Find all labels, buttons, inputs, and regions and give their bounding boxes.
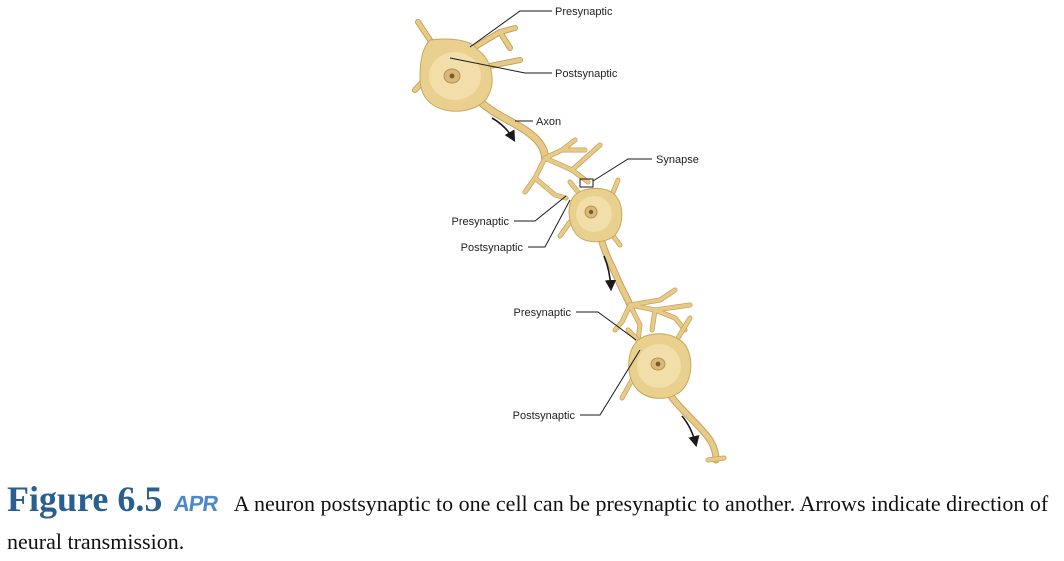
direction-arrow-2: [603, 255, 617, 292]
leader-synapse: [592, 158, 652, 182]
neuron-3: [619, 315, 727, 464]
neuron-2-nucleolus: [588, 209, 594, 215]
neuron-1-nucleolus: [449, 73, 455, 79]
leader-presynaptic-mid: [514, 195, 567, 222]
leader-postsynaptic-top: [449, 57, 552, 74]
label-postsynaptic-mid: Postsynaptic: [461, 242, 524, 254]
direction-arrow-1: [491, 117, 516, 142]
neuron-1: [412, 19, 549, 162]
apr-badge-icon[interactable]: APR: [172, 491, 220, 516]
label-postsynaptic-top: Postsynaptic: [555, 68, 618, 80]
leader-postsynaptic-low: [580, 349, 641, 416]
neuron-1-axon: [474, 96, 549, 162]
synapse-marker-box: [579, 178, 594, 188]
leader-postsynaptic-mid: [528, 199, 571, 248]
neuron-2-dendrites: [557, 177, 623, 248]
leader-presynaptic-low: [576, 311, 637, 341]
neuron-2-axon: [596, 231, 634, 309]
figure-number: Figure 6.5: [7, 479, 163, 519]
leader-lines: [449, 10, 652, 416]
neuron-3-axon: [664, 388, 727, 464]
label-axon: Axon: [536, 116, 561, 128]
label-synapse: Synapse: [656, 154, 699, 166]
label-postsynaptic-low: Postsynaptic: [513, 410, 576, 422]
neuron-3-dendrites: [619, 315, 693, 401]
label-presynaptic-top: Presynaptic: [555, 6, 613, 18]
neuron-3-nucleolus: [655, 361, 661, 367]
label-presynaptic-low: Presynaptic: [514, 307, 572, 319]
label-presynaptic-mid: Presynaptic: [452, 216, 510, 228]
neuron-2-axon-terminals: [612, 287, 693, 343]
leader-presynaptic-top: [469, 10, 552, 48]
neuron-2: [557, 177, 634, 309]
neuron-chain-diagram: Presynaptic Postsynaptic Axon Synapse Pr…: [412, 6, 727, 464]
direction-arrow-3: [681, 415, 700, 448]
caption-text: A neuron postsynaptic to one cell can be…: [7, 491, 1049, 554]
neuron-1-axon-terminals: [522, 137, 603, 201]
